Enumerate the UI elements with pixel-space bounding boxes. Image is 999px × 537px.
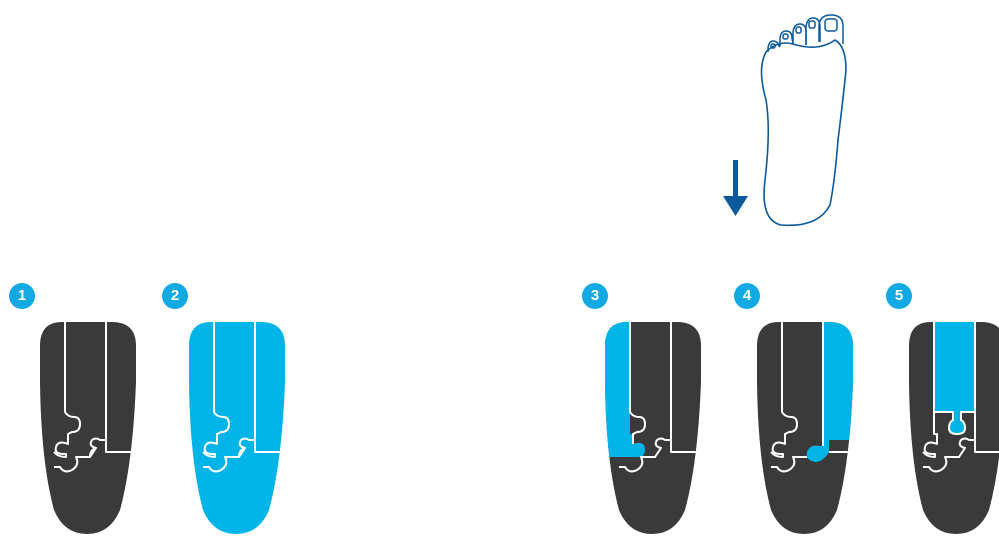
insole-step-1: [40, 322, 136, 534]
step-badge-5: 5: [886, 283, 912, 309]
insole-step-5: [909, 322, 999, 534]
insole-step-3: [605, 322, 701, 534]
insole-step-2: [189, 322, 285, 534]
step-badge-2: 2: [162, 283, 188, 309]
step-badge-3: 3: [582, 283, 608, 309]
insole-step-4: [757, 322, 853, 534]
step-badge-4: 4: [734, 283, 760, 309]
step-badge-1: 1: [9, 283, 35, 309]
foot-outline-icon: [762, 15, 847, 225]
arrow-down-icon: [723, 160, 748, 216]
